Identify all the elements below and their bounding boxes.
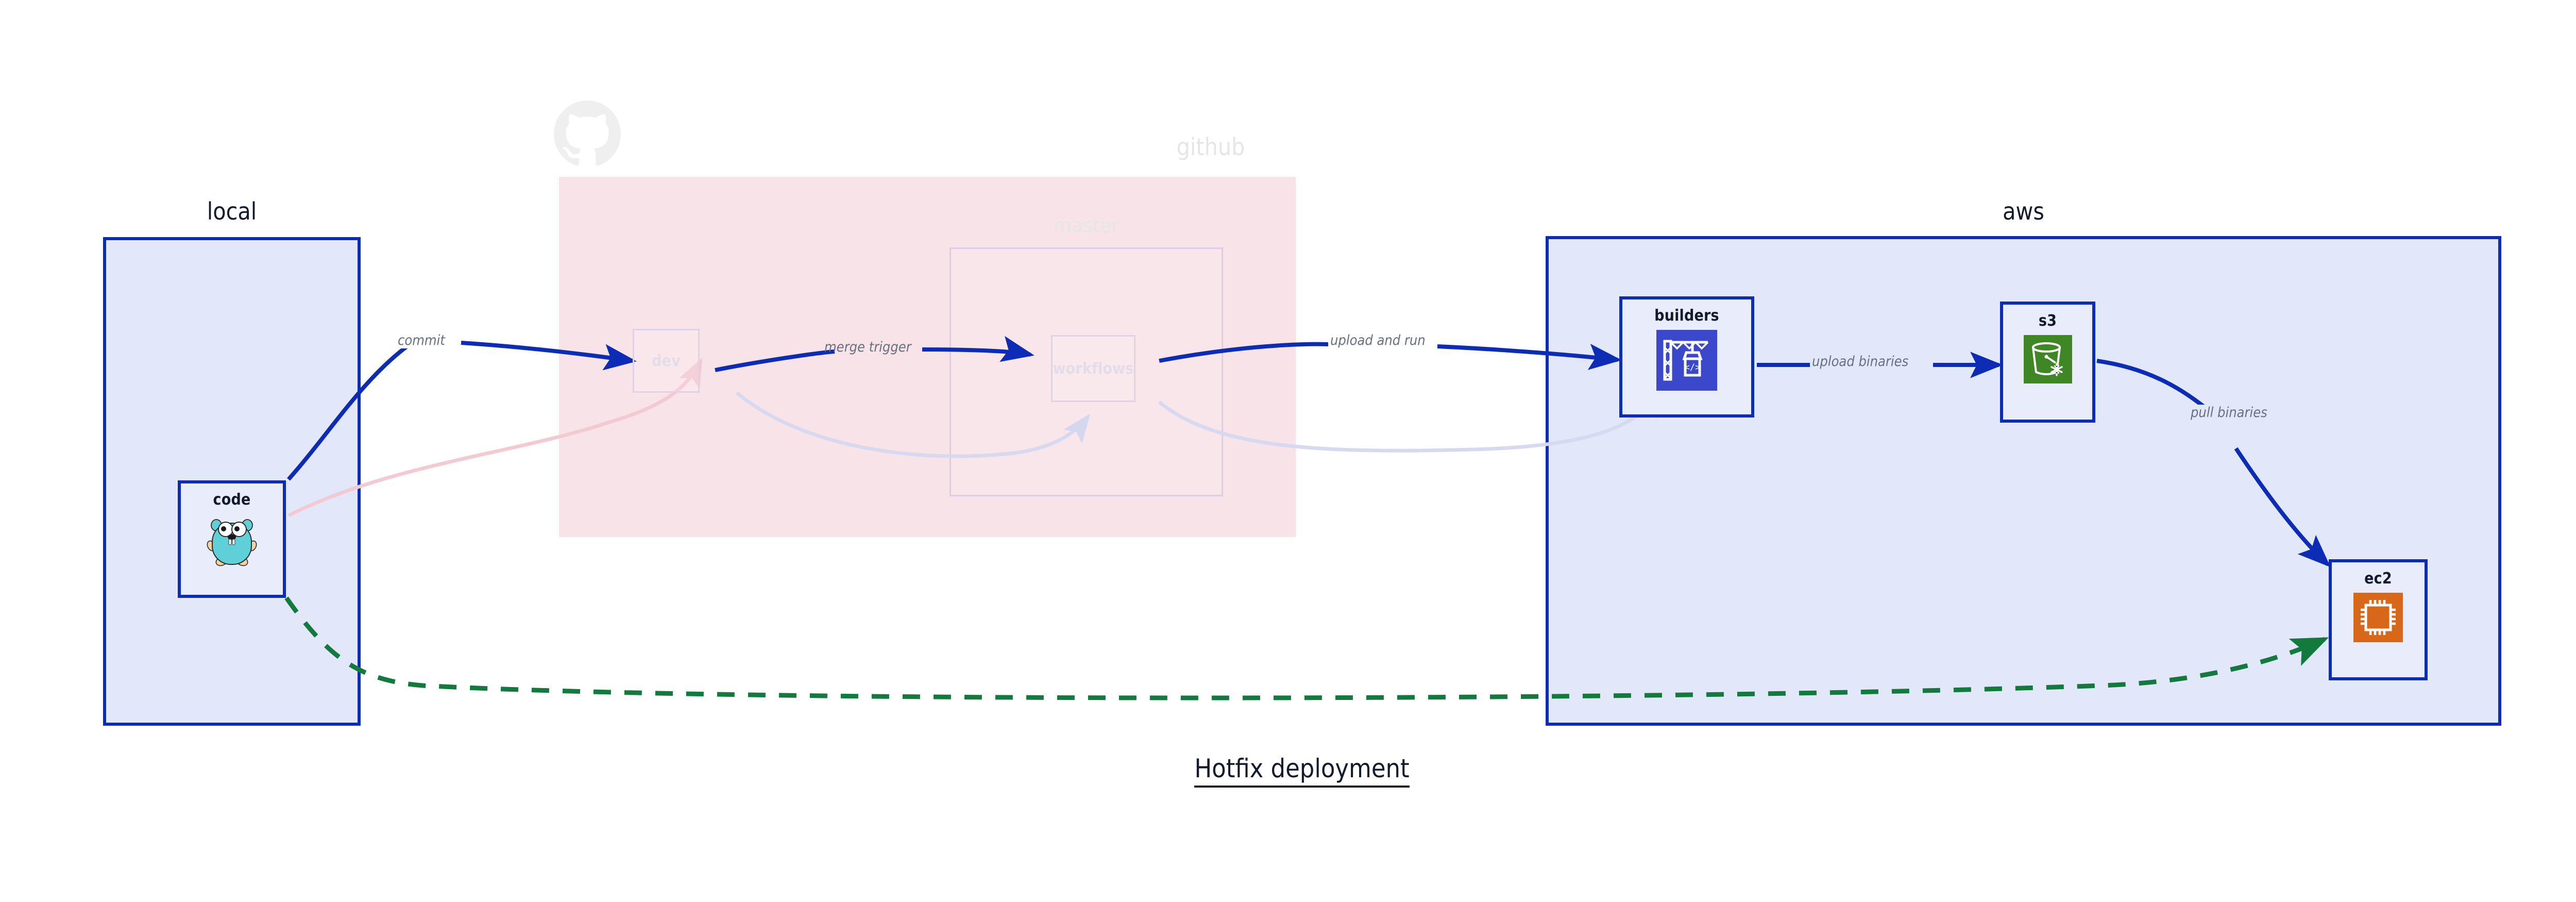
diagram-title: Hotfix deployment [1194,754,1410,788]
aws-ec2-chip-icon [2353,593,2403,644]
node-s3[interactable]: s3 [2000,302,2095,423]
zone-title-master: master [1054,214,1119,238]
svg-text:</>: </> [1685,362,1701,373]
go-gopher-icon [205,514,259,576]
aws-codebuild-icon: </> [1656,330,1717,393]
zone-title-aws: aws [2003,197,2044,225]
node-dev-label: dev [652,352,681,370]
node-workflows[interactable]: workflows [1051,335,1136,402]
edge-label-upload-and-run: upload and run [1328,332,1428,348]
node-ec2[interactable]: ec2 [2329,559,2428,680]
diagram-title-wrapper: Hotfix deployment [0,754,2576,788]
node-builders[interactable]: builders </> [1619,296,1754,417]
node-s3-label: s3 [2038,312,2057,330]
edge-label-pull-binaries: pull binaries [2189,405,2269,421]
node-workflows-label: workflows [1053,359,1134,378]
zone-title-github: github [1176,133,1245,161]
node-ec2-label: ec2 [2364,570,2392,588]
aws-s3-bucket-icon [2023,335,2072,386]
edge-label-commit: commit [396,332,447,348]
zone-title-local: local [207,197,257,225]
github-octocat-icon [554,101,621,166]
edge-label-upload-binaries: upload binaries [1810,354,1911,370]
node-code[interactable]: code [178,480,286,598]
edge-label-merge-trigger: merge trigger [824,339,911,355]
node-dev[interactable]: dev [633,329,700,393]
node-builders-label: builders [1654,307,1719,325]
node-code-label: code [213,491,251,509]
